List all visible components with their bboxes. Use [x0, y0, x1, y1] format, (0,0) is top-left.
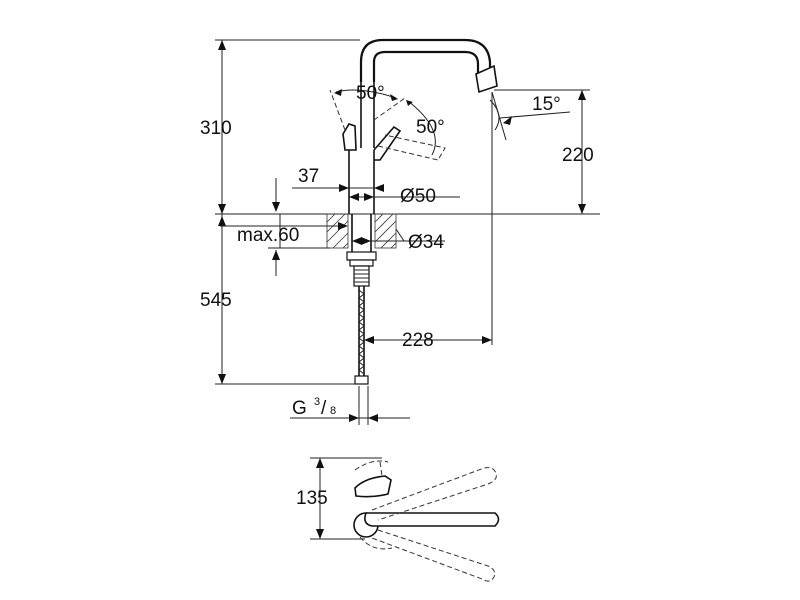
aerator: [475, 64, 498, 94]
dim-label-37: 37: [298, 166, 319, 187]
dim-label-d50: Ø50: [400, 186, 436, 207]
dim-label-angle-side: 50°: [416, 117, 445, 138]
dim-max60: [220, 178, 348, 276]
lever-upright: [342, 123, 357, 151]
dim-label-545: 545: [200, 290, 232, 311]
top-lever: [354, 475, 392, 498]
lever-rotated: [373, 125, 402, 161]
angle-arc-side: [407, 100, 436, 156]
dim-label-g-den: 8: [330, 405, 336, 417]
dim-label-g: G: [292, 398, 307, 419]
dim-label-angle-spout: 15°: [532, 94, 561, 115]
dim-label-220: 220: [562, 145, 594, 166]
dim-d50: [349, 193, 460, 201]
dim-545: [215, 214, 355, 385]
side-view: 50° 50° 15° 310 220 37: [200, 38, 600, 425]
dim-d34: [352, 228, 445, 245]
angle-arc-spout: [489, 99, 500, 131]
dim-label-d34: Ø34: [408, 232, 444, 253]
top-spout: [364, 512, 500, 527]
dim-label-310: 310: [200, 118, 232, 139]
dim-g38: [290, 386, 410, 425]
dim-310: [215, 39, 360, 214]
dim-135: [310, 457, 382, 540]
dim-label-g-num: 3: [314, 396, 320, 408]
top-view: 135: [296, 457, 500, 582]
dim-37: [292, 184, 384, 192]
dim-label-angle-up: 50°: [356, 83, 385, 104]
dim-label-max60: max.60: [237, 225, 299, 246]
dim-label-g-slash: /: [321, 398, 327, 419]
dim-228: [364, 336, 492, 344]
mounting-shank: [346, 214, 377, 287]
countertop-section: [279, 213, 397, 249]
top-spout-swing-up: [371, 467, 497, 521]
spout: [359, 38, 492, 82]
dim-label-135: 135: [296, 488, 328, 509]
dim-220: [491, 89, 590, 345]
supply-hose: [354, 286, 369, 385]
dim-label-228: 228: [402, 330, 434, 351]
top-spout-swing-down: [371, 529, 496, 582]
